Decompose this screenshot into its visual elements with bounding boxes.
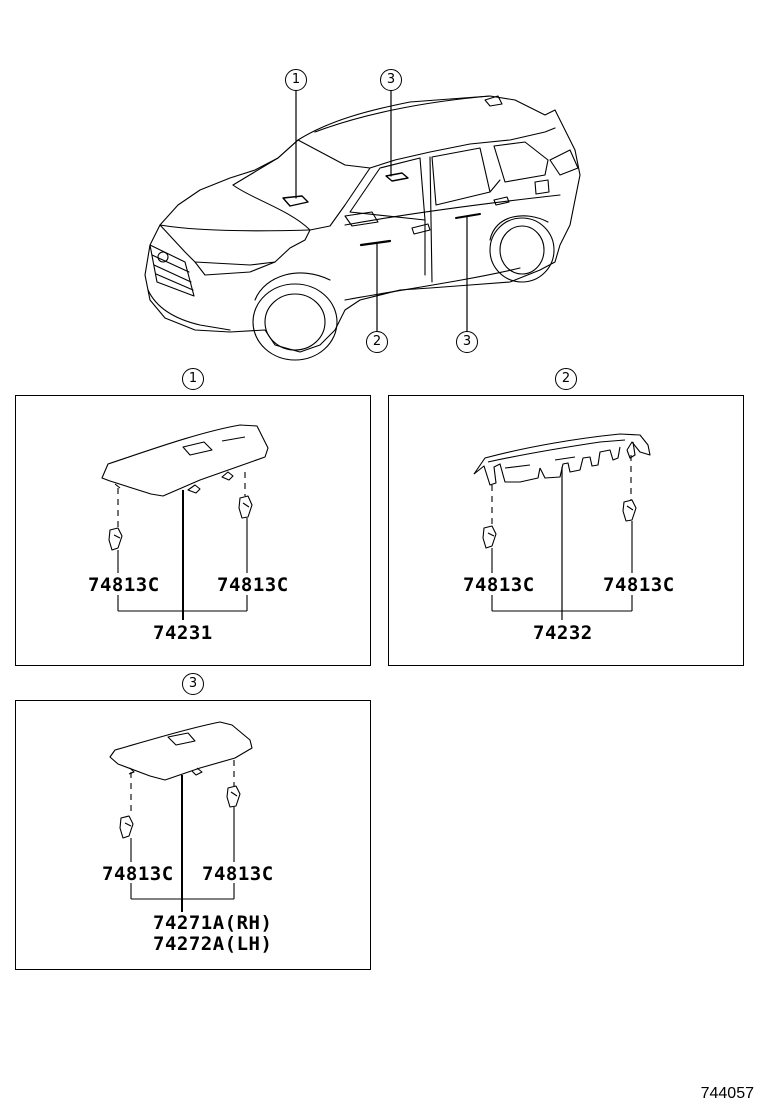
part-number-74231[interactable]: 74231 (153, 622, 213, 644)
panel-3-callout: 3 (182, 673, 204, 695)
overview-callout-1[interactable]: 1 (285, 69, 307, 91)
panel-2-callout: 2 (555, 368, 577, 390)
clip-left (119, 815, 134, 839)
clip-right (622, 499, 637, 522)
switch-bezel-74231 (101, 424, 269, 497)
panel-2-box (388, 395, 744, 666)
overview-callout-3-upper[interactable]: 3 (380, 69, 402, 91)
vehicle-overview-illustration (144, 90, 581, 361)
clip-right (238, 495, 253, 519)
panel-1-callout: 1 (182, 368, 204, 390)
clip-left (482, 525, 497, 549)
clip-left (108, 527, 123, 551)
panel-3-box (15, 700, 371, 970)
diagram-id: 744057 (700, 1085, 754, 1102)
switch-bezel-74232 (473, 433, 651, 475)
part-number-74813C-left[interactable]: 74813C (102, 863, 174, 885)
overview-callout-3-lower[interactable]: 3 (456, 331, 478, 353)
switch-bezel-74271A-74272A (109, 721, 253, 781)
clip-right (226, 785, 241, 808)
part-number-74272A-LH[interactable]: 74272A(LH) (153, 933, 273, 955)
overview-callout-2[interactable]: 2 (366, 331, 388, 353)
part-number-74271A-RH[interactable]: 74271A(RH) (153, 912, 273, 934)
part-number-74813C-right[interactable]: 74813C (202, 863, 274, 885)
panel-1-box (15, 395, 371, 666)
part-number-74813C-right[interactable]: 74813C (217, 574, 289, 596)
part-number-74232[interactable]: 74232 (533, 622, 593, 644)
part-number-74813C-right[interactable]: 74813C (603, 574, 675, 596)
part-number-74813C-left[interactable]: 74813C (88, 574, 160, 596)
part-number-74813C-left[interactable]: 74813C (463, 574, 535, 596)
